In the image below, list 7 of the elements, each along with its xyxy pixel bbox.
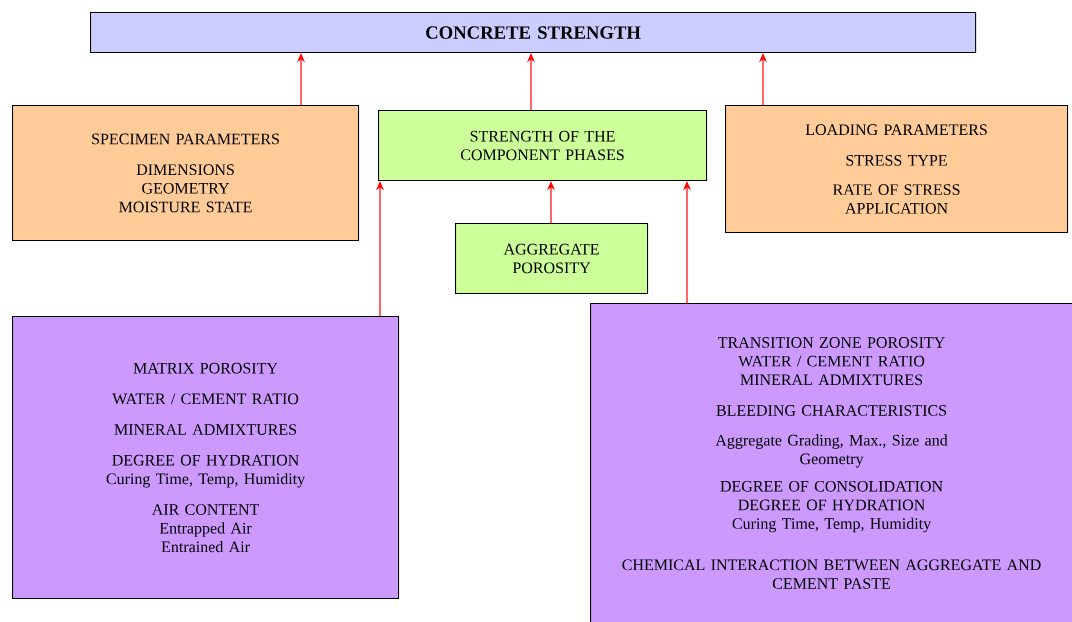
factor-box: MATRIX POROSITY WATER / CEMENT RATIO MINERAL ADMIXTURES DEGREE OF HYDRATION Curing Time, Temp, Humidity AIR CONTENT Entrapped Air Entrained Air	[12, 316, 400, 600]
phase-box: AGGREGATE POROSITY	[455, 223, 649, 295]
title-box: CONCRETE STRENGTH	[90, 12, 977, 54]
parameter-box: SPECIMEN PARAMETERS DIMENSIONS GEOMETRY MOISTURE STATE	[12, 105, 360, 241]
phase-box: STRENGTH OF THE COMPONENT PHASES	[378, 110, 708, 182]
parameter-box: LOADING PARAMETERS STRESS TYPE RATE OF STRESS APPLICATION	[725, 105, 1069, 233]
factor-box: TRANSITION ZONE POROSITY WATER / CEMENT RATIO MINERAL ADMIXTURES BLEEDING CHARACTERISTICS Aggregate Grading, Max., Size and Geometry DEGREE OF CONSOLIDATION DEGREE OF HYDRATION Curing Time, Temp, Humidity CHEMICAL INTERACTION BETWEEN AGGREGATE AND CEMENT PASTE	[590, 303, 1072, 622]
